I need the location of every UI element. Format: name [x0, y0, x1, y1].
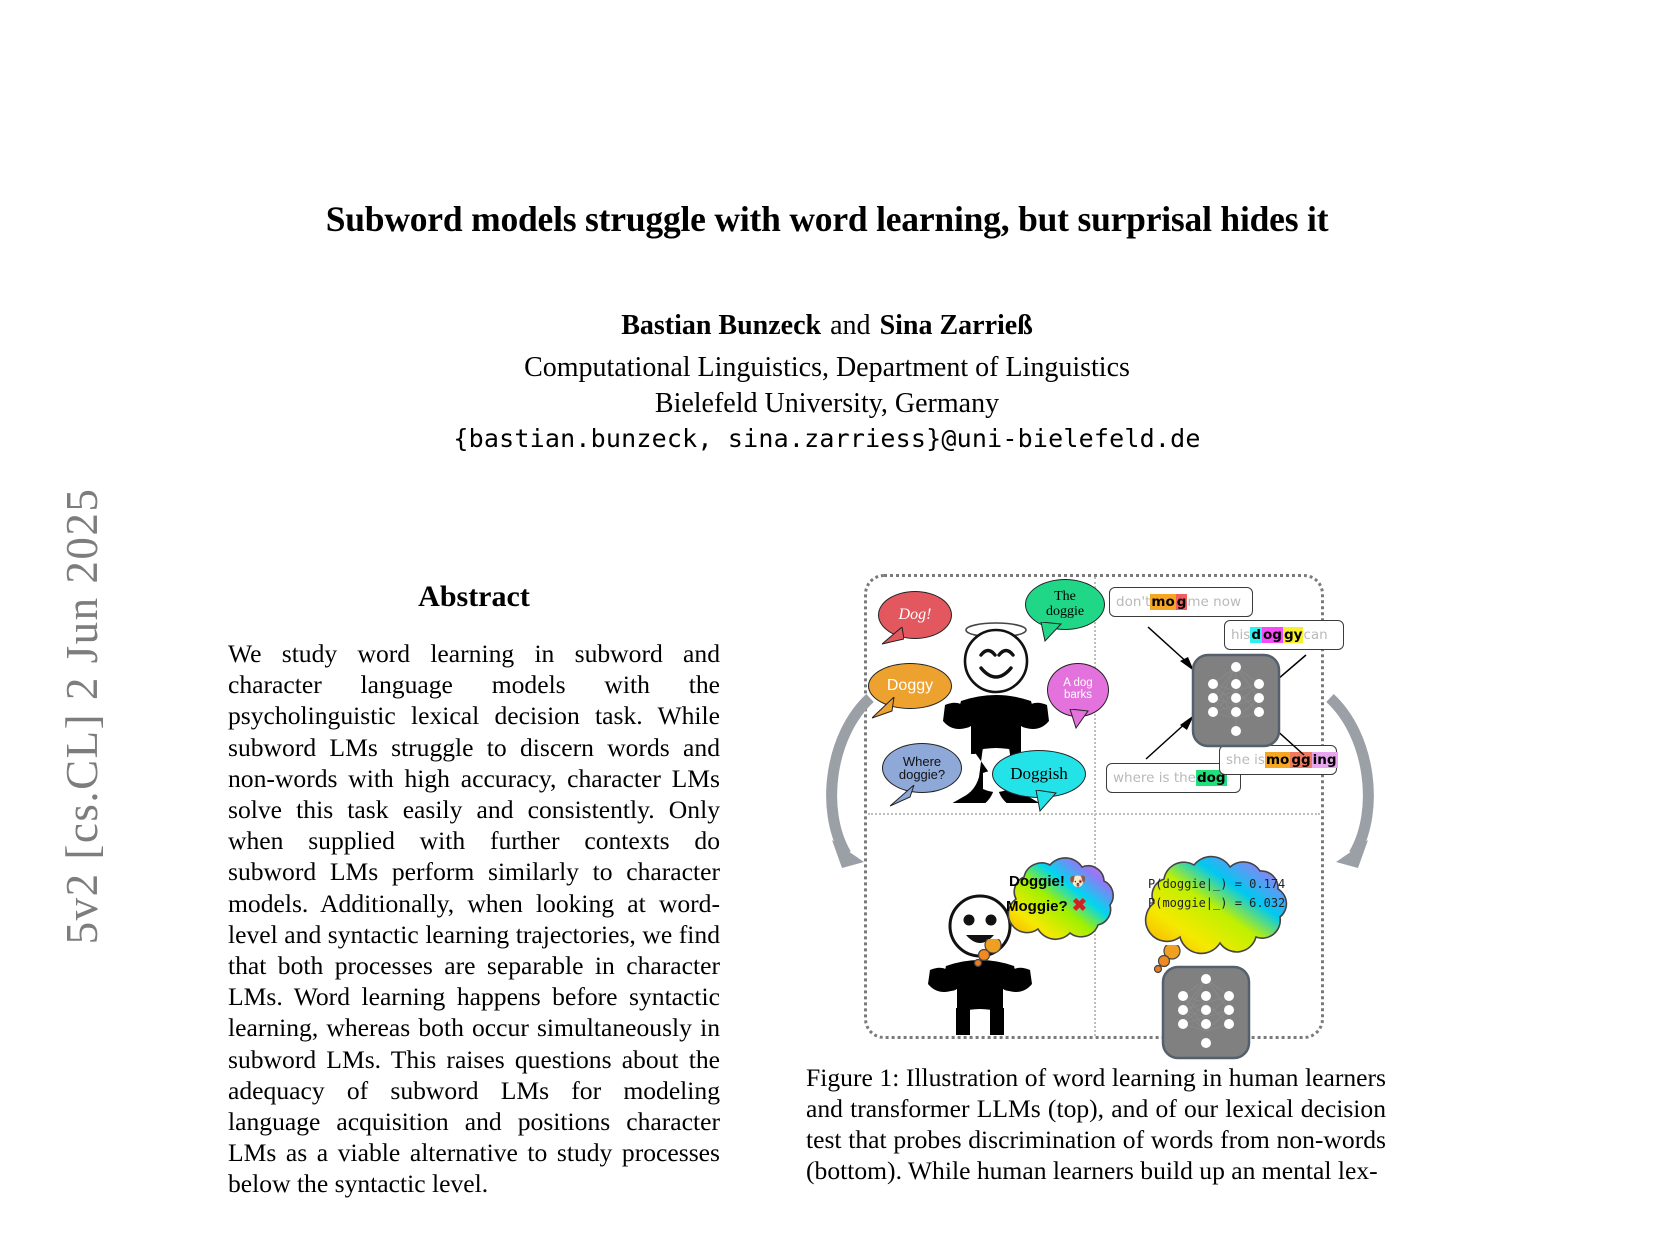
bubble-where-doggie-tail — [890, 785, 915, 807]
input-box-dog-prefix: where is the — [1113, 770, 1196, 786]
author-line: Bastian Bunzeck and Sina Zarrieß — [0, 310, 1654, 342]
input-box-mog-prefix: don't — [1116, 594, 1151, 610]
token-gy: gy — [1282, 627, 1304, 643]
bubble-dog-tail — [882, 627, 904, 645]
human-cloud-text-1: Doggie! — [1009, 873, 1065, 890]
bubble-where-doggie-label: Where doggie? — [898, 753, 946, 782]
abstract-heading: Abstract — [418, 580, 530, 613]
token-dog: dog — [1195, 770, 1227, 786]
token-ing: ing — [1311, 752, 1338, 768]
bubble-doggy-tail — [872, 697, 895, 719]
left-cycle-arrow — [826, 693, 874, 868]
human-thought-cloud-tail — [973, 939, 1002, 968]
input-box-doggy-prefix: his — [1231, 627, 1251, 643]
human-cloud-line-2: Moggie? ✖ — [1006, 895, 1087, 916]
baby-neutral-figure — [928, 894, 1032, 1035]
dog-face-emoji: 🐶 — [1069, 873, 1087, 889]
llm-cloud-line-2: P(moggie|_) = 6.032 — [1148, 896, 1286, 910]
transformer-network-top — [1191, 653, 1281, 748]
author-first: Bastian Bunzeck — [621, 310, 822, 341]
bubble-doggish-label: Doggish — [1010, 764, 1068, 784]
figure-horizontal-divider — [868, 813, 1320, 815]
llm-thought-cloud-tail — [1153, 945, 1181, 974]
figure-caption: Figure 1: Illustration of word learning … — [806, 1062, 1386, 1186]
bubble-dog: Dog! — [878, 591, 952, 639]
red-cross-mark: ✖ — [1071, 895, 1087, 915]
human-cloud-line-1: Doggie! 🐶 — [1009, 873, 1086, 890]
bubble-a-dog-barks-tail — [1069, 709, 1089, 729]
figure-vertical-divider — [1094, 577, 1096, 1036]
bubble-the-doggie-label: The doggie — [1045, 589, 1085, 619]
bubble-doggy: Doggy — [868, 663, 952, 709]
page-title: Subword models struggle with word learni… — [325, 199, 1329, 239]
bubble-dog-label: Dog! — [898, 605, 932, 623]
bubble-doggy-label: Doggy — [886, 676, 934, 694]
right-cycle-arrow — [1326, 693, 1374, 868]
arrow-bottom-left-to-model — [1145, 715, 1194, 760]
author-conjunction: and — [830, 310, 871, 341]
input-box-mog-suffix: me now — [1187, 594, 1242, 610]
affiliation-line-2: Bielefeld University, Germany — [654, 388, 1000, 419]
human-thought-cloud — [1007, 857, 1114, 941]
input-box-mogging-prefix: she is — [1226, 752, 1265, 768]
token-g: g — [1175, 594, 1188, 610]
arrow-top-left-to-model — [1147, 626, 1194, 671]
bubble-a-dog-barks-label: A dog barks — [1063, 677, 1093, 701]
figure-caption-label: Figure 1: — [806, 1063, 900, 1092]
bubble-doggish-tail — [1035, 790, 1057, 812]
human-cloud-text-2: Moggie? — [1006, 898, 1068, 915]
input-box-doggy-suffix: can — [1303, 627, 1328, 643]
llm-thought-cloud — [1144, 855, 1288, 955]
figure-1: Dog! The doggie Doggy A dog barks Where … — [806, 565, 1406, 1065]
token-gg: gg — [1290, 752, 1312, 768]
author-emails: {bastian.bunzeck, sina.zarriess}@uni-bie… — [453, 424, 1201, 453]
figure-caption-text: Illustration of word learning in human l… — [806, 1063, 1386, 1185]
token-mo: mo — [1150, 594, 1176, 610]
input-box-dog[interactable]: where is the dog — [1106, 763, 1241, 793]
arxiv-stamp: 5v2 [cs.CL] 2 Jun 2025 — [57, 487, 107, 945]
transformer-network-bottom — [1161, 965, 1251, 1060]
abstract-text: We study word learning in subword and ch… — [228, 639, 720, 1199]
token-mo-2: mo — [1264, 752, 1291, 768]
bubble-the-doggie-tail — [1040, 622, 1063, 642]
bubble-where-doggie: Where doggie? — [882, 743, 962, 793]
author-second: Sina Zarrieß — [879, 310, 1033, 341]
llm-cloud-line-1: P(doggie|_) = 0.174 — [1148, 877, 1286, 891]
token-d: d — [1250, 627, 1263, 643]
affiliation-line-1: Computational Linguistics, Department of… — [524, 352, 1130, 383]
token-og: og — [1262, 627, 1283, 643]
bubble-the-doggie: The doggie — [1025, 579, 1105, 630]
